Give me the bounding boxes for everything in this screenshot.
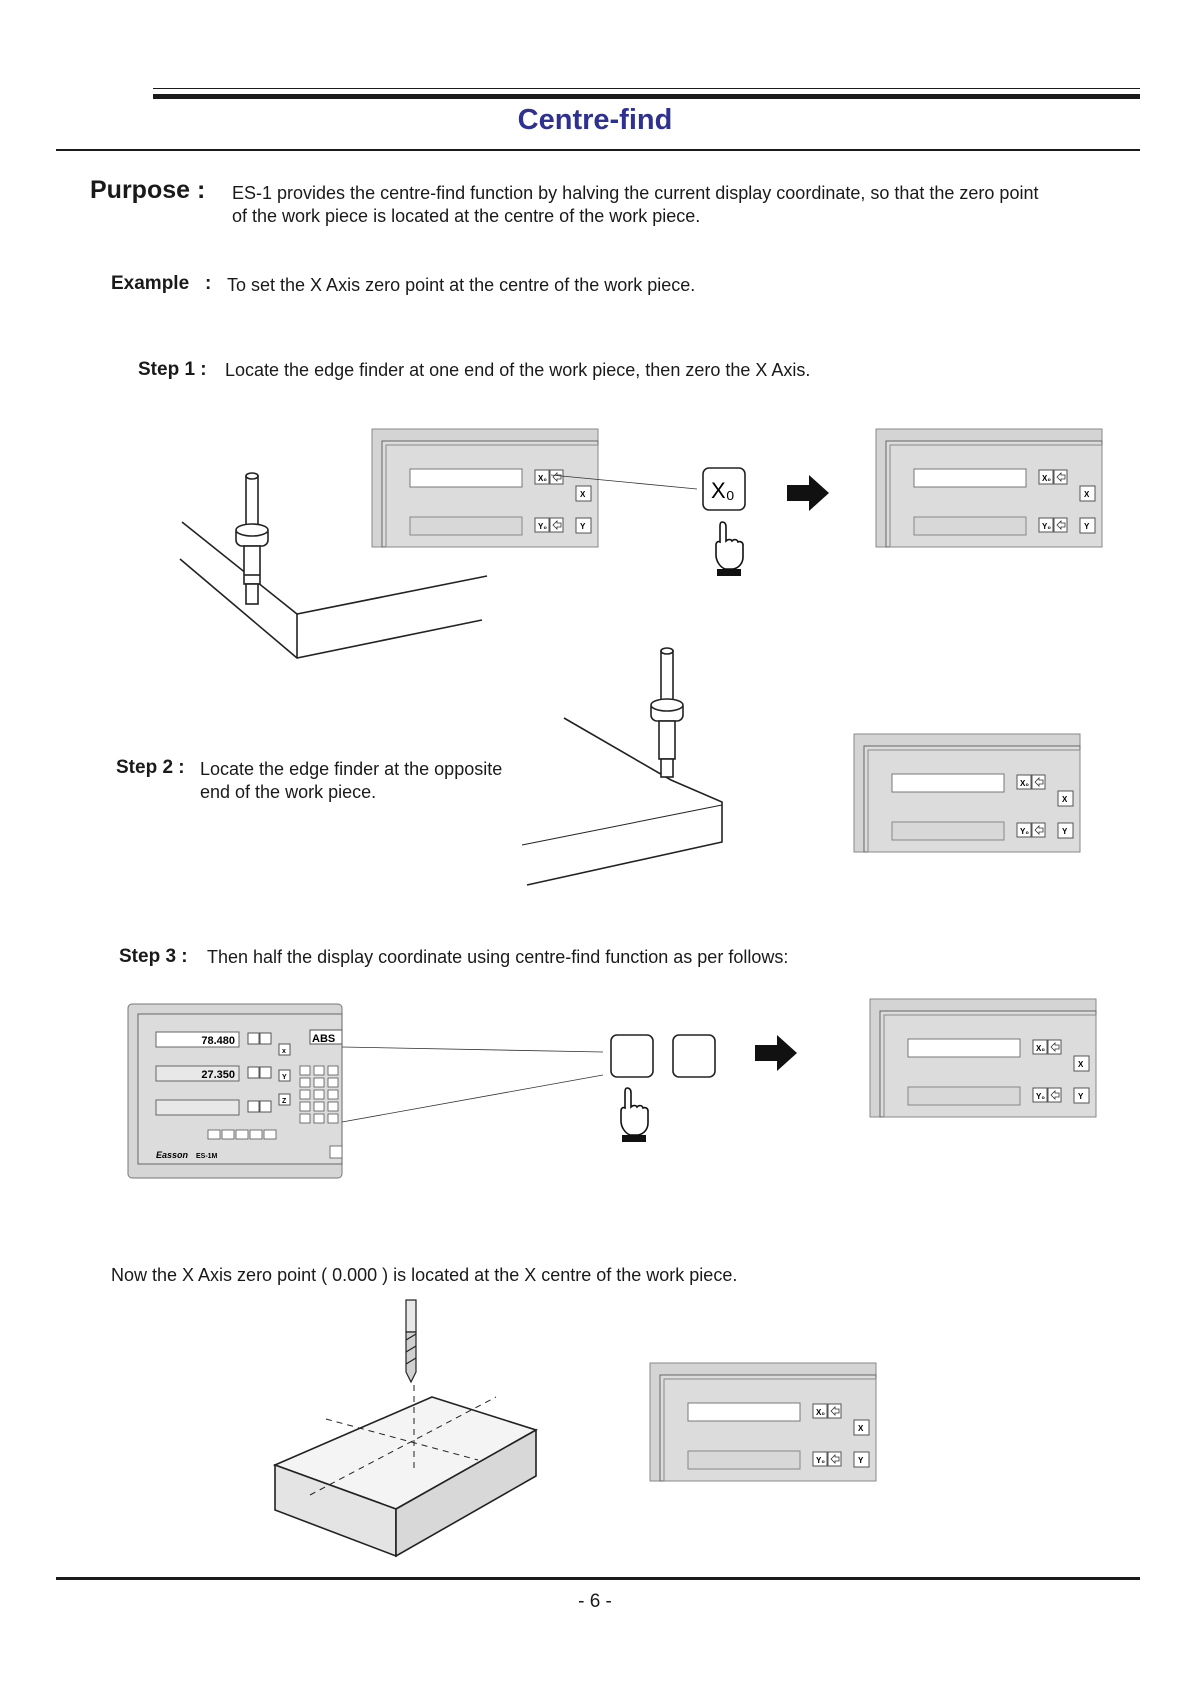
final-workpiece (272, 1385, 538, 1558)
step3-brand: Easson (156, 1150, 189, 1160)
purpose-text-line1: ES-1 provides the centre-find function b… (232, 183, 1039, 203)
step3-abs-label: ABS (312, 1033, 335, 1045)
example-colon: : (205, 273, 212, 294)
step1-text: Locate the edge finder at one end of the… (225, 360, 811, 380)
step1-edge-finder (235, 472, 269, 605)
footer-rule (56, 1577, 1140, 1580)
title-underline (56, 149, 1140, 151)
step1-key-label: X₀ (711, 478, 735, 503)
step1-panel-after (875, 428, 1103, 548)
purpose-text-line2: of the work piece is located at the cent… (232, 206, 701, 226)
pointing-hand-icon (620, 1087, 649, 1143)
step3-panel-after (869, 998, 1097, 1118)
right-arrow-icon (755, 1035, 797, 1071)
header-rule-thin (153, 88, 1140, 89)
step2-panel (853, 733, 1081, 853)
example-label: Example (111, 273, 190, 294)
step3-key-1 (610, 1034, 654, 1078)
step3-model: ES-1M (196, 1153, 218, 1160)
step2-label: Step 2 : (116, 757, 185, 778)
step1-x0-key: X₀ (702, 467, 746, 511)
step1-label: Step 1 : (138, 359, 207, 380)
conclusion-text: Now the X Axis zero point ( 0.000 ) is l… (111, 1265, 738, 1285)
step3-key-2 (672, 1034, 716, 1078)
step3-display-unit: 78.480 27.350 x Y Z ABS Easson ES-1M (127, 1003, 343, 1179)
step3-y-value: 27.350 (201, 1069, 235, 1081)
right-arrow-icon (787, 475, 829, 511)
example-text: To set the X Axis zero point at the cent… (227, 275, 696, 295)
svg-text:Y: Y (282, 1074, 287, 1081)
header-rule-thick (153, 94, 1140, 99)
svg-text:Z: Z (282, 1098, 287, 1105)
final-panel (649, 1362, 877, 1482)
drill-bit-icon (405, 1299, 417, 1384)
step3-label: Step 3 : (119, 946, 188, 967)
page-number: - 6 - (578, 1591, 612, 1612)
page-title: Centre-find (517, 104, 673, 136)
step3-x-value: 78.480 (201, 1035, 235, 1047)
step3-text: Then half the display coordinate using c… (207, 947, 789, 967)
step2-edge-finder (650, 647, 684, 778)
pointing-hand-icon (715, 521, 744, 577)
svg-text:x: x (282, 1048, 286, 1055)
step1-workpiece (179, 521, 488, 659)
step2-text-line1: Locate the edge finder at the opposite (200, 759, 503, 779)
step2-text-line2: end of the work piece. (200, 782, 377, 802)
purpose-label: Purpose : (90, 176, 206, 204)
step2-workpiece (521, 717, 723, 886)
step1-panel-before (371, 428, 599, 548)
